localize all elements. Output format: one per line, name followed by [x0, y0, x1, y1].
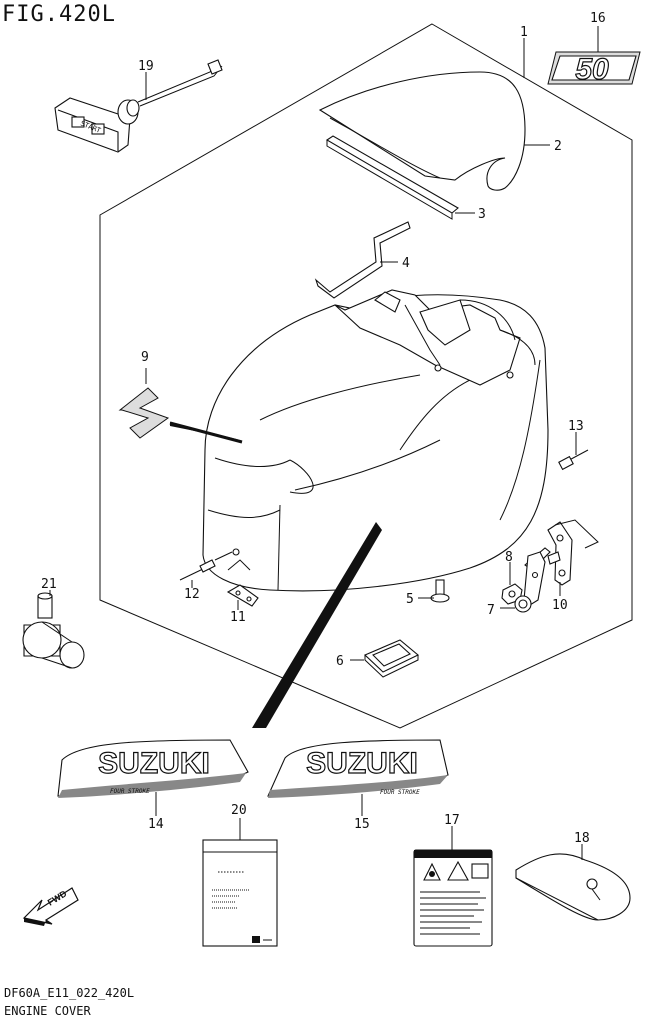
- figure-code: DF60A_E11_022_420L: [4, 986, 135, 1000]
- callout-12: 12: [184, 587, 200, 602]
- part-7-lever[interactable]: [514, 551, 546, 613]
- decal-pointer: [252, 522, 382, 728]
- decal-right-sub: FOUR STROKE: [380, 789, 420, 796]
- callout-21: 21: [41, 577, 57, 592]
- callout-9: 9: [141, 350, 149, 365]
- fwd-arrow-icon: FWD: [22, 887, 79, 926]
- decal-left-text: SUZUKI: [98, 747, 210, 780]
- part-4-wire-bracket[interactable]: [314, 221, 411, 299]
- part-17-caution-label[interactable]: [413, 849, 493, 947]
- figure-name: ENGINE COVER: [4, 1004, 91, 1018]
- callout-17: 17: [444, 813, 460, 828]
- part-11-clip[interactable]: [226, 559, 259, 607]
- callout-11: 11: [230, 610, 246, 625]
- part-21-plug[interactable]: [22, 592, 85, 669]
- part-15-decal-right[interactable]: SUZUKI FOUR STROKE: [267, 739, 449, 798]
- callout-16: 16: [590, 11, 606, 26]
- figure-title: FIG.420L: [2, 2, 116, 27]
- callout-1: 1: [520, 25, 528, 40]
- part-2-upper-cover[interactable]: [318, 71, 526, 191]
- callout-7: 7: [487, 603, 495, 618]
- part-16-badge[interactable]: 50: [547, 51, 641, 87]
- part-13-rivet[interactable]: [558, 449, 589, 471]
- part-18-cover-bag[interactable]: [515, 853, 631, 921]
- part-10-hook-bracket[interactable]: [524, 519, 599, 586]
- part-9-s-emblem[interactable]: [118, 387, 243, 444]
- badge-text: 50: [575, 53, 609, 86]
- callout-18: 18: [574, 831, 590, 846]
- callout-19: 19: [138, 59, 154, 74]
- callout-14: 14: [148, 817, 164, 832]
- part-5-bolt[interactable]: [430, 579, 450, 603]
- part-6-grommet[interactable]: [364, 639, 420, 678]
- decal-left-sub: FOUR STROKE: [110, 788, 150, 795]
- part-12-screw[interactable]: [179, 548, 240, 581]
- callout-8: 8: [505, 550, 513, 565]
- part-20-owners-manual[interactable]: [202, 839, 278, 947]
- part-1-engine-cover[interactable]: [202, 289, 549, 592]
- callout-4: 4: [402, 256, 410, 271]
- callout-3: 3: [478, 207, 486, 222]
- callout-15: 15: [354, 817, 370, 832]
- part-19-start-switch[interactable]: START: [54, 59, 223, 153]
- decal-right-text: SUZUKI: [306, 747, 418, 780]
- part-14-decal-left[interactable]: SUZUKI FOUR STROKE: [57, 739, 249, 798]
- assembly-frame: [99, 23, 633, 729]
- callout-13: 13: [568, 419, 584, 434]
- leader-lines: [49, 26, 599, 860]
- callout-numbers: 1 2 3 4 5 6 7 8 9 10 11 12 13 14 15 16 1…: [41, 11, 606, 846]
- callout-20: 20: [231, 803, 247, 818]
- callout-10: 10: [552, 598, 568, 613]
- callout-2: 2: [554, 139, 562, 154]
- part-3-seal-strip[interactable]: [325, 135, 459, 220]
- callout-6: 6: [336, 654, 344, 669]
- callout-5: 5: [406, 592, 414, 607]
